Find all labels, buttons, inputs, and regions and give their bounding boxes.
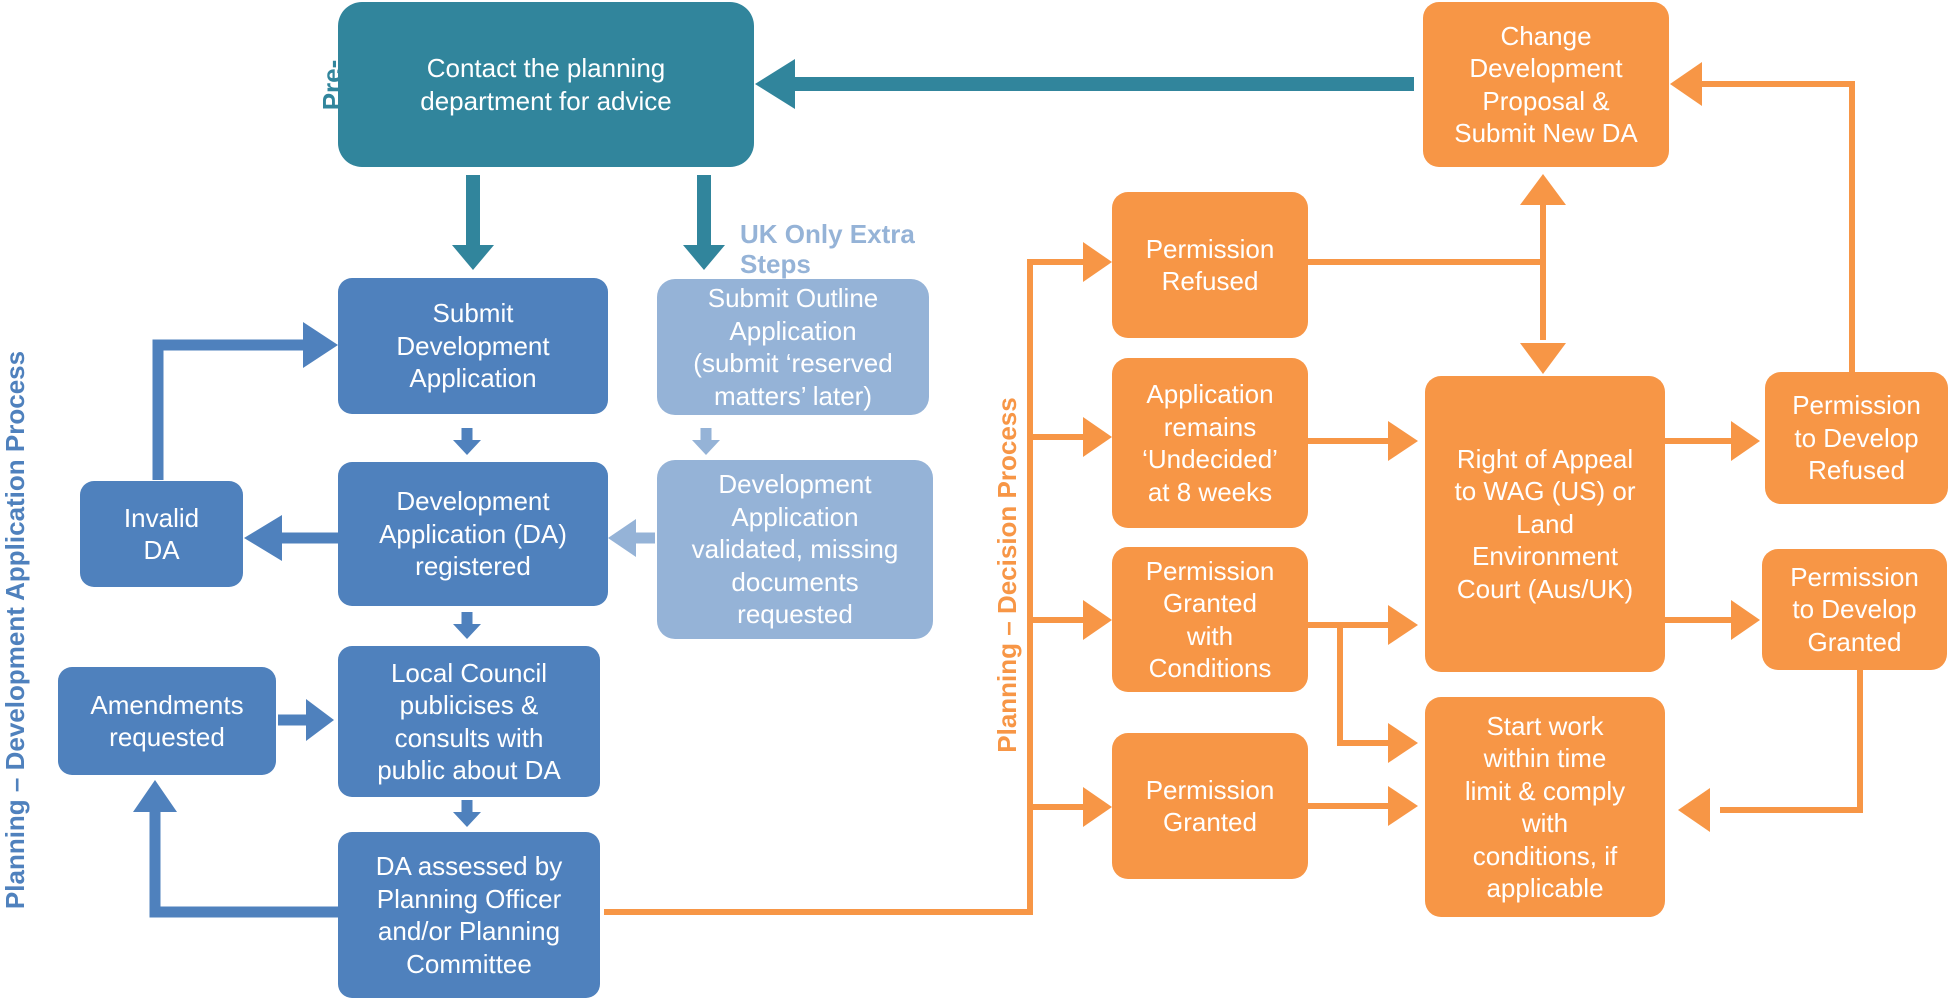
box-da-validated: Development Application validated, missi… xyxy=(657,460,933,639)
arrowhead-outline xyxy=(683,245,725,270)
arrowhead-invalid-in xyxy=(244,515,282,561)
box-right-of-appeal: Right of Appeal to WAG (US) or Land Envi… xyxy=(1425,376,1665,672)
arrow-develop-granted-to-start xyxy=(1720,670,1863,813)
arrowhead-appeal-from-undecided xyxy=(1388,421,1418,461)
arrowhead-change-up xyxy=(1520,174,1566,205)
arrowhead-develop-granted-in xyxy=(1731,600,1760,640)
box-submit-da: Submit Development Application xyxy=(338,278,608,414)
arrowhead-granted-in xyxy=(1083,787,1112,827)
arrowhead-submit xyxy=(452,245,494,270)
arrowhead-start-from-granted xyxy=(1388,786,1418,826)
arrowhead-start-from-conditions xyxy=(1388,723,1418,763)
box-permission-refused: Permission Refused xyxy=(1112,192,1308,338)
arrowhead-refused-in xyxy=(1083,242,1112,282)
arrowhead-assessed-down xyxy=(453,812,481,827)
box-undecided: Application remains ‘Undecided’ at 8 wee… xyxy=(1112,358,1308,528)
arrowhead-registered-in xyxy=(453,440,481,455)
arrow-invalid-to-submit xyxy=(152,339,305,480)
box-granted-conditions: Permission Granted with Conditions xyxy=(1112,547,1308,692)
arrow-assessed-to-decisions xyxy=(604,259,1085,915)
box-submit-outline: Submit Outline Application (submit ‘rese… xyxy=(657,279,929,415)
arrowhead-registered-light-in xyxy=(608,519,636,557)
arrowhead-change-in xyxy=(1670,62,1702,106)
arrow-granted-conditions-to-start xyxy=(1337,625,1390,746)
label-uk-only: UK Only Extra Steps xyxy=(740,190,915,280)
label-development-process: Planning – Development Application Proce… xyxy=(0,350,31,910)
arrowhead-appeal-from-conditions xyxy=(1388,605,1418,645)
arrowhead-council-down xyxy=(453,624,481,639)
arrowhead-amendments-in xyxy=(133,780,177,812)
label-decision-process-text: Planning – Decision Process xyxy=(992,397,1023,753)
label-development-process-text: Planning – Development Application Proce… xyxy=(0,350,31,910)
box-assessed: DA assessed by Planning Officer and/or P… xyxy=(338,832,600,998)
box-start-work: Start work within time limit & comply wi… xyxy=(1425,697,1665,917)
arrowhead-validated-in xyxy=(692,440,720,455)
arrow-develop-refused-to-change xyxy=(1700,81,1855,372)
arrowhead-start-from-develop-granted xyxy=(1678,788,1710,832)
arrowhead-contact xyxy=(755,59,795,109)
box-change-proposal: Change Development Proposal & Submit New… xyxy=(1423,2,1669,167)
box-council: Local Council publicises & consults with… xyxy=(338,646,600,797)
arrowhead-submit-in xyxy=(303,322,338,368)
box-develop-granted: Permission to Develop Granted xyxy=(1762,549,1947,670)
box-amendments: Amendments requested xyxy=(58,667,276,775)
box-da-registered: Development Application (DA) registered xyxy=(338,462,608,606)
box-permission-granted: Permission Granted xyxy=(1112,733,1308,879)
label-uk-only-text: UK Only Extra Steps xyxy=(740,218,915,279)
arrowhead-granted-conditions-in xyxy=(1083,600,1112,640)
box-invalid-da: Invalid DA xyxy=(80,481,243,587)
label-decision-process: Planning – Decision Process xyxy=(992,397,1023,753)
arrowhead-develop-refused-in xyxy=(1731,421,1760,461)
box-develop-refused: Permission to Develop Refused xyxy=(1765,372,1948,504)
box-contact: Contact the planning department for advi… xyxy=(338,2,754,167)
arrow-assessed-to-amendments xyxy=(149,812,338,918)
arrowhead-undecided-in xyxy=(1083,417,1112,457)
arrowhead-council-in xyxy=(306,699,334,741)
arrowhead-appeal-down xyxy=(1520,343,1566,374)
